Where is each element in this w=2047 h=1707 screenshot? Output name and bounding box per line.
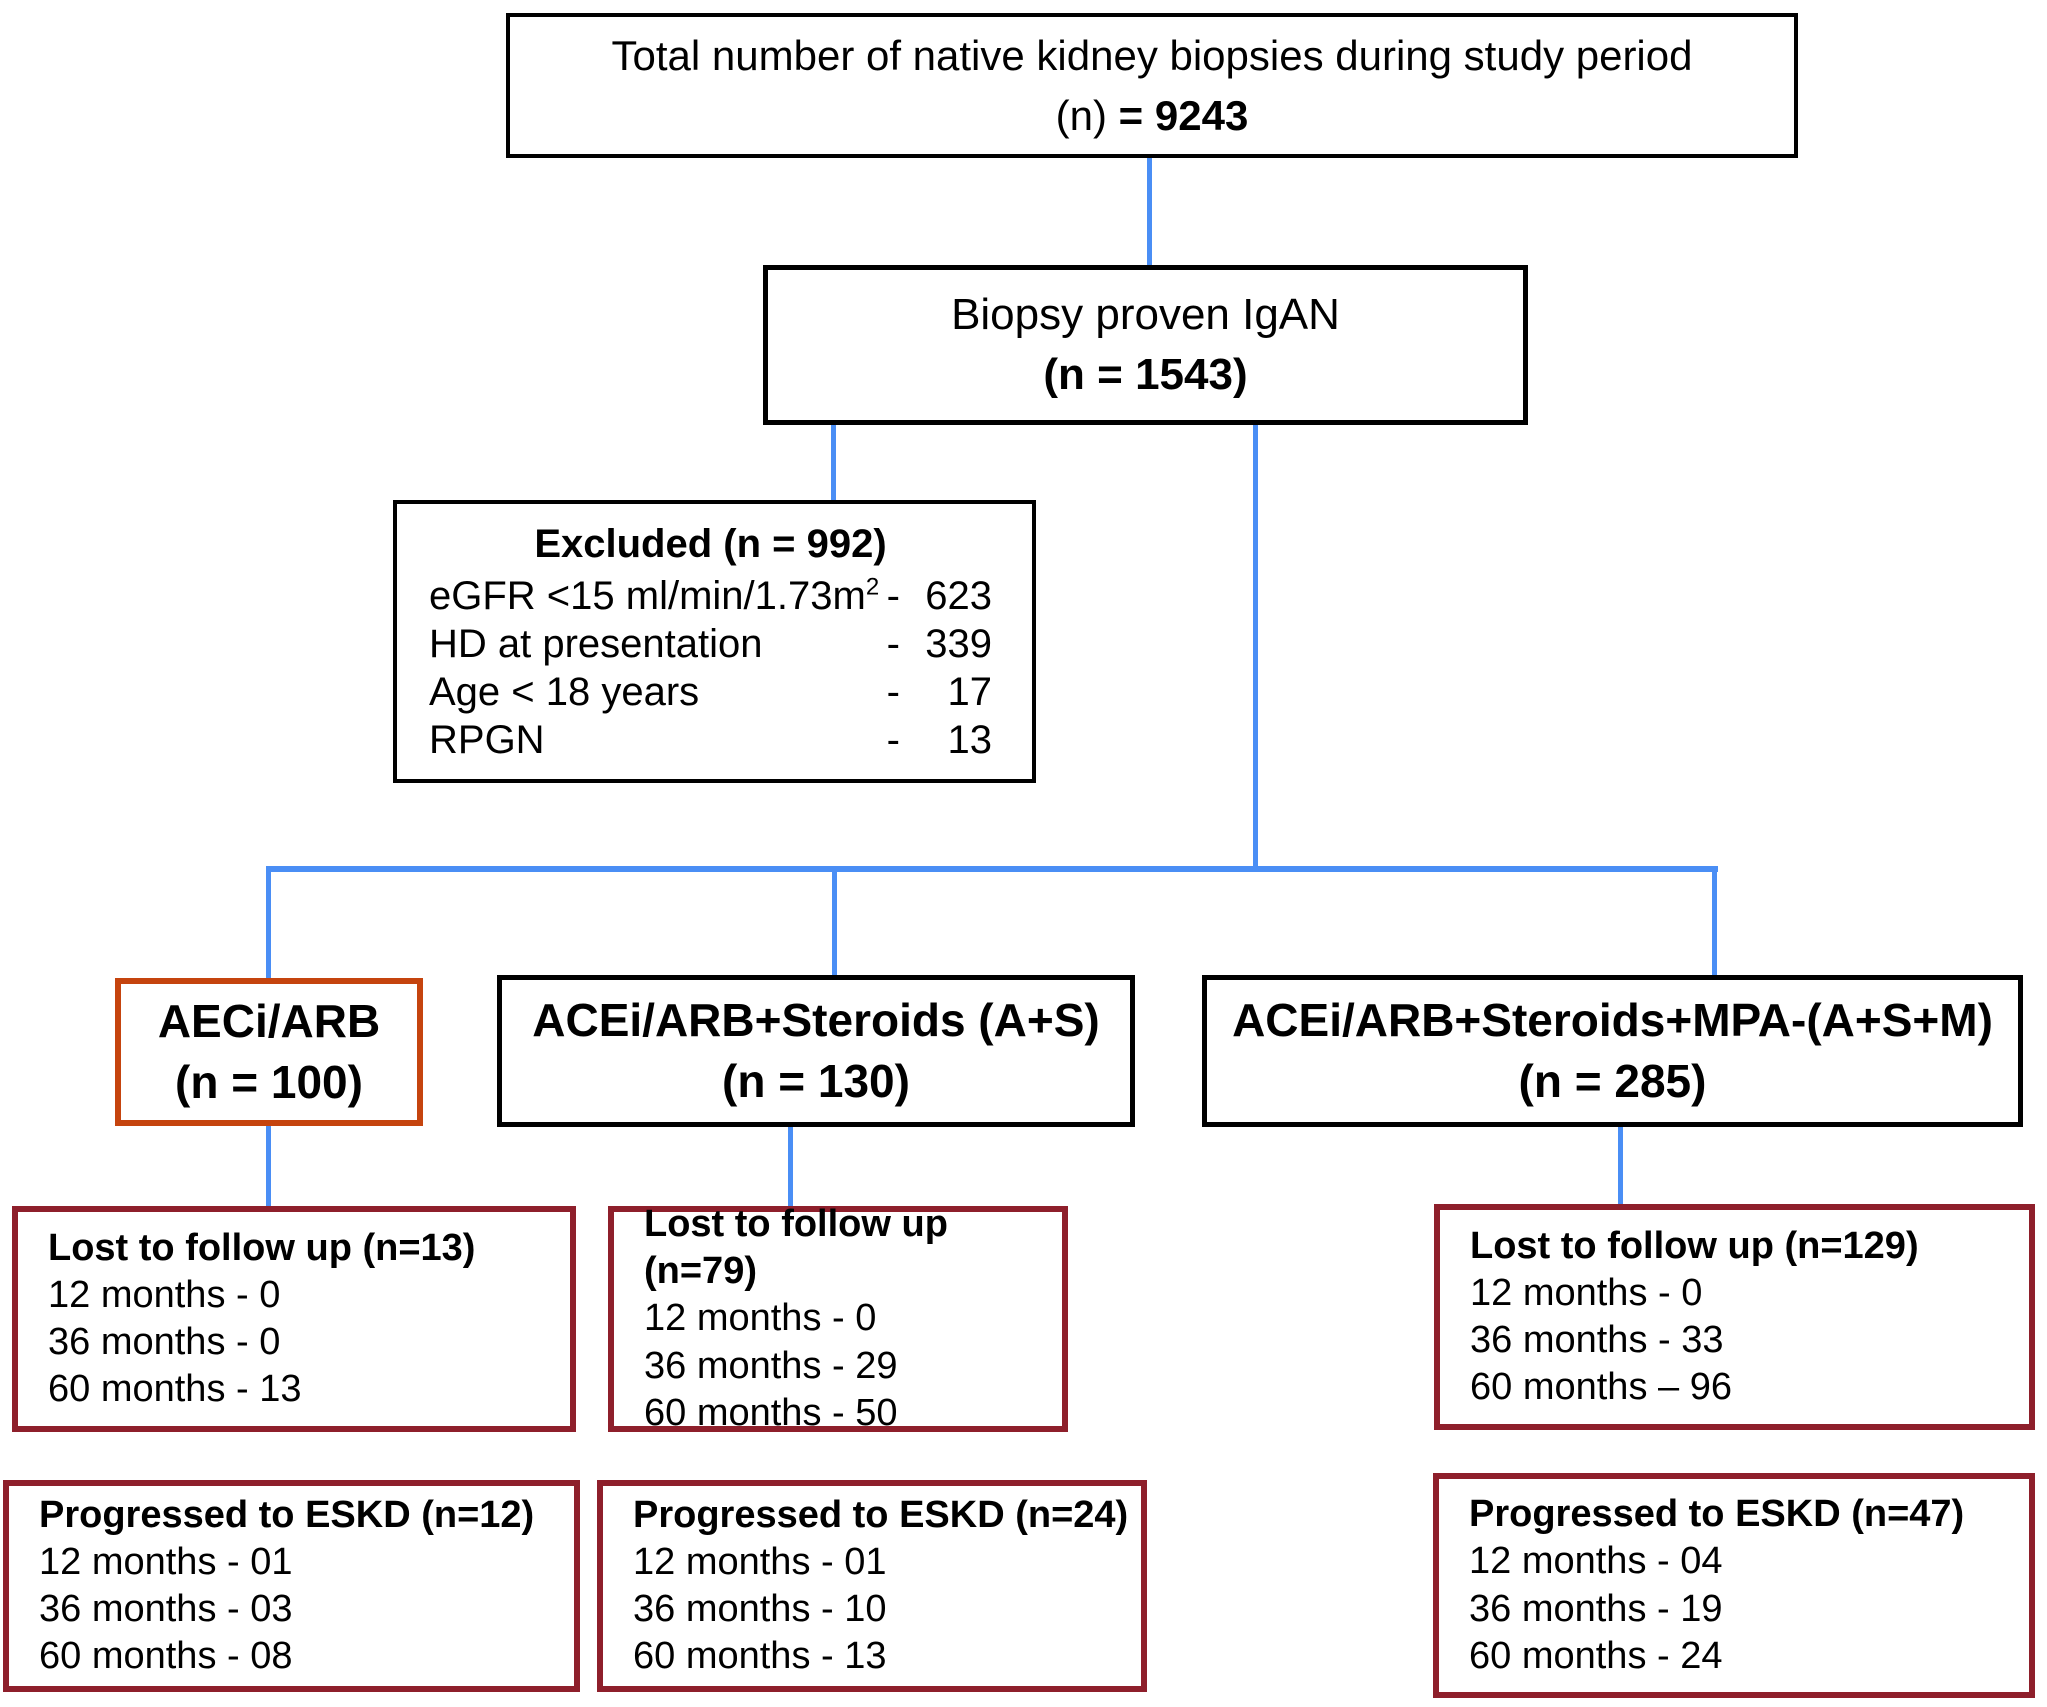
connector-igan-to-split xyxy=(1253,423,1258,871)
igan-count: (n = 1543) xyxy=(1043,350,1248,399)
eskd-row-60m: 60 months - 13 xyxy=(633,1635,887,1678)
eskd-row-12m: 12 months - 01 xyxy=(39,1540,293,1583)
excluded-row-hd: HD at presentation - 339 xyxy=(429,620,992,668)
arm-box-acei-arb-steroids-mpa: ACEi/ARB+Steroids+MPA-(A+S+M) (n = 285) xyxy=(1202,975,2023,1127)
total-biopsies-box: Total number of native kidney biopsies d… xyxy=(506,13,1798,158)
connector-arm1-to-lost1 xyxy=(266,1124,271,1208)
excluded-row-dash: - xyxy=(886,573,900,618)
arm-name: ACEi/ARB+Steroids+MPA-(A+S+M) xyxy=(1232,993,1993,1046)
excluded-row-dash: - xyxy=(886,717,900,762)
eskd-row-36m: 36 months - 10 xyxy=(633,1588,887,1630)
lost-row-60m: 60 months - 50 xyxy=(644,1391,898,1434)
connector-split-to-arm2 xyxy=(832,870,837,978)
eskd-title: Progressed to ESKD (n=12) xyxy=(39,1493,535,1536)
excluded-row-label: RPGN xyxy=(429,717,545,762)
eskd-box-arm2: Progressed to ESKD (n=24) 12 months - 01… xyxy=(597,1480,1147,1692)
lost-title: Lost to follow up (n=79) xyxy=(644,1203,948,1293)
eskd-row-12m: 12 months - 04 xyxy=(1469,1540,1723,1583)
total-biopsies-title: Total number of native kidney biopsies d… xyxy=(611,31,1693,79)
lost-title: Lost to follow up (n=13) xyxy=(48,1226,476,1269)
lost-followup-box-arm1: Lost to follow up (n=13) 12 months - 0 3… xyxy=(12,1206,576,1432)
total-n-value: = 9243 xyxy=(1118,91,1249,139)
lost-row-12m: 12 months - 0 xyxy=(644,1297,877,1340)
connector-horizontal-splitter xyxy=(266,866,1718,872)
lost-row-60m: 60 months - 13 xyxy=(48,1368,302,1411)
lost-row-36m: 36 months - 29 xyxy=(644,1344,898,1387)
excluded-row-label: HD at presentation xyxy=(429,621,763,666)
arm-count: (n = 130) xyxy=(722,1055,910,1107)
lost-row-12m: 12 months - 0 xyxy=(1470,1271,1703,1314)
eskd-row-60m: 60 months - 08 xyxy=(39,1635,293,1678)
excluded-row-egfr: eGFR <15 ml/min/1.73m2 - 623 xyxy=(429,572,992,620)
igan-box: Biopsy proven IgAN (n = 1543) xyxy=(763,265,1528,425)
excluded-row-rpgn: RPGN - 13 xyxy=(429,716,992,764)
total-biopsies-count: (n) = 9243 xyxy=(1056,86,1249,146)
lost-row-12m: 12 months - 0 xyxy=(48,1273,281,1316)
superscript-2: 2 xyxy=(865,573,880,601)
excluded-row-value: 17 xyxy=(947,669,993,714)
arm-count: (n = 100) xyxy=(175,1056,363,1108)
eskd-title: Progressed to ESKD (n=47) xyxy=(1469,1493,1965,1536)
connector-arm2-to-lost2 xyxy=(788,1125,793,1208)
connector-igan-to-excluded xyxy=(831,423,836,503)
eskd-row-60m: 60 months - 24 xyxy=(1469,1634,1723,1677)
lost-followup-box-arm3: Lost to follow up (n=129) 12 months - 0 … xyxy=(1434,1204,2035,1430)
igan-title: Biopsy proven IgAN xyxy=(951,290,1340,340)
lost-row-60m: 60 months – 96 xyxy=(1470,1366,1732,1409)
excluded-row-value: 13 xyxy=(947,717,993,762)
connector-split-to-arm3 xyxy=(1712,870,1717,978)
excluded-row-label: Age < 18 years xyxy=(429,669,700,714)
connector-total-to-igan xyxy=(1147,156,1152,268)
connector-arm3-to-lost3 xyxy=(1618,1125,1623,1206)
excluded-row-dash: - xyxy=(886,621,900,666)
excluded-row-dash: - xyxy=(886,669,900,714)
eskd-row-12m: 12 months - 01 xyxy=(633,1540,887,1583)
lost-row-36m: 36 months - 33 xyxy=(1470,1319,1724,1361)
arm-box-acei-arb-steroids: ACEi/ARB+Steroids (A+S) (n = 130) xyxy=(497,975,1135,1127)
excluded-row-label: eGFR <15 ml/min/1.73m xyxy=(429,573,866,618)
excluded-row-value: 623 xyxy=(925,573,992,618)
eskd-box-arm3: Progressed to ESKD (n=47) 12 months - 04… xyxy=(1433,1473,2035,1698)
excluded-title: Excluded (n = 992) xyxy=(534,521,887,566)
excluded-row-age: Age < 18 years - 17 xyxy=(429,668,992,716)
total-n-prefix: (n) xyxy=(1055,91,1119,139)
eskd-box-arm1: Progressed to ESKD (n=12) 12 months - 01… xyxy=(3,1480,580,1692)
eskd-row-36m: 36 months - 19 xyxy=(1469,1587,1723,1630)
lost-followup-box-arm2: Lost to follow up (n=79) 12 months - 0 3… xyxy=(608,1203,1068,1434)
arm-name: ACEi/ARB+Steroids (A+S) xyxy=(532,993,1100,1046)
connector-split-to-arm1 xyxy=(266,870,271,980)
arm-name: AECi/ARB xyxy=(157,994,381,1047)
arm-count: (n = 285) xyxy=(1518,1055,1707,1107)
excluded-row-value: 339 xyxy=(925,621,992,666)
excluded-box: Excluded (n = 992) eGFR <15 ml/min/1.73m… xyxy=(393,500,1036,783)
lost-row-36m: 36 months - 0 xyxy=(48,1321,281,1363)
lost-title: Lost to follow up (n=129) xyxy=(1470,1224,1919,1267)
eskd-title: Progressed to ESKD (n=24) xyxy=(633,1493,1129,1536)
eskd-row-36m: 36 months - 03 xyxy=(39,1588,293,1630)
arm-box-acei-arb: AECi/ARB (n = 100) xyxy=(115,978,423,1126)
